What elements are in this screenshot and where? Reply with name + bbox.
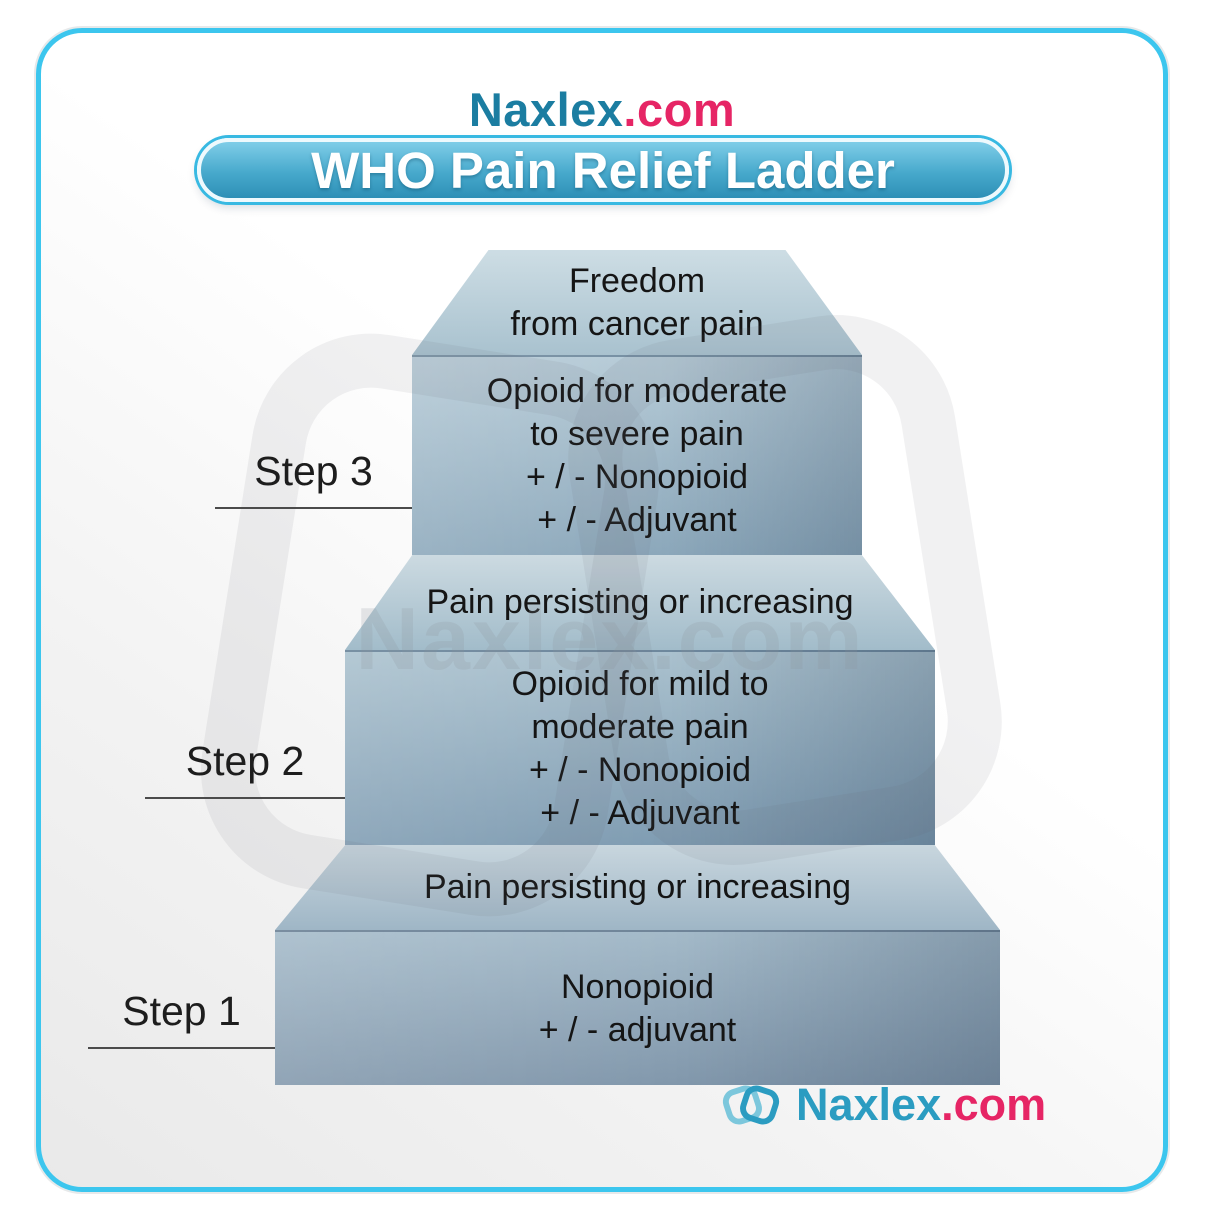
step3-front-face: Opioid for moderate to severe pain + / -… [412, 355, 862, 555]
page-title: WHO Pain Relief Ladder [311, 142, 895, 199]
step-top-line: Pain persisting or increasing [426, 583, 854, 621]
step-top-line: Freedom [568, 261, 706, 300]
brand-tld: .com [623, 83, 736, 136]
footer-brand: Naxlex.com [718, 1072, 1046, 1138]
step-front-line: Opioid for mild to [511, 664, 769, 703]
step-front-line: + / - Nonopioid [528, 750, 752, 789]
step-front-line: to severe pain [530, 415, 744, 453]
step1-label: Step 1 [88, 988, 275, 1049]
step3-top-surface: Freedom from cancer pain [412, 250, 862, 355]
footer-brand-text: Naxlex.com [796, 1079, 1046, 1131]
step-label-text: Step 3 [254, 448, 373, 494]
step-top-line: from cancer pain [510, 304, 764, 343]
step-front-line: Opioid for moderate [486, 372, 788, 410]
step2-top-surface: Pain persisting or increasing [345, 555, 935, 650]
step-front-line: moderate pain [531, 707, 749, 746]
step1-front-face: Nonopioid + / - adjuvant [275, 930, 1000, 1085]
naxlex-logo-icon [718, 1072, 784, 1138]
step-front-line: + / - Adjuvant [537, 501, 737, 539]
step3-label: Step 3 [215, 448, 412, 509]
header-brand: Naxlex.com [36, 82, 1168, 137]
brand-tld: .com [941, 1079, 1047, 1130]
step-top-line: Pain persisting or increasing [423, 868, 852, 906]
step2-label: Step 2 [145, 738, 345, 799]
step-front-line: Nonopioid [560, 967, 715, 1006]
step1-top-surface: Pain persisting or increasing [275, 845, 1000, 930]
step-label-text: Step 2 [185, 738, 305, 784]
step2-front-face: Opioid for mild to moderate pain + / - N… [345, 650, 935, 845]
step-label-text: Step 1 [122, 988, 241, 1034]
brand-name: Naxlex [468, 83, 624, 136]
step-front-line: + / - Nonopioid [525, 458, 749, 496]
step-front-line: + / - Adjuvant [540, 793, 740, 832]
brand-name: Naxlex [796, 1079, 942, 1130]
title-banner: WHO Pain Relief Ladder [197, 138, 1009, 202]
step-front-line: + / - adjuvant [538, 1010, 737, 1049]
